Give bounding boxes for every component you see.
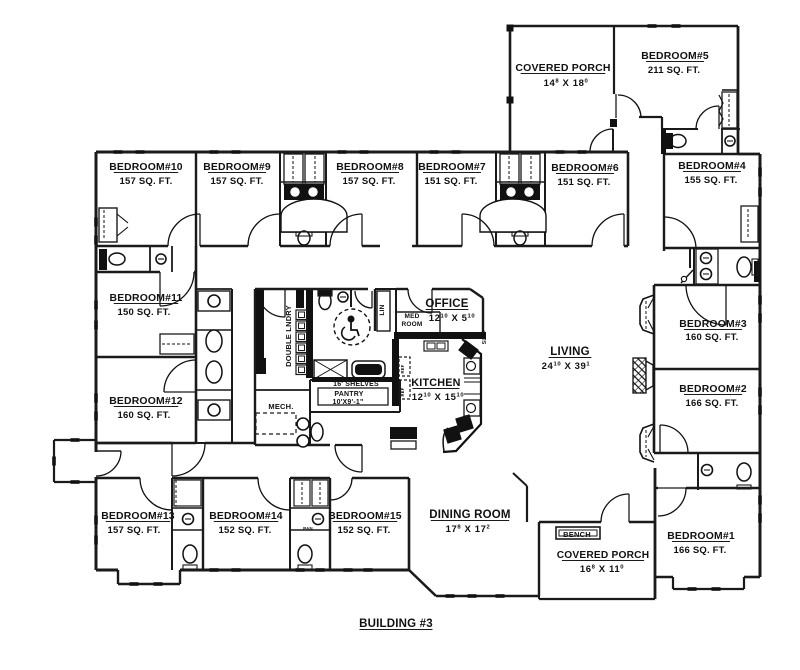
svg-text:151 SQ. FT.: 151 SQ. FT. [425,176,478,187]
svg-text:DINING ROOM: DINING ROOM [429,509,510,521]
svg-text:SLOP: SLOP [482,329,488,344]
svg-text:166 SQ. FT.: 166 SQ. FT. [686,398,739,409]
svg-text:BEDROOM#3: BEDROOM#3 [679,319,747,330]
svg-text:150 SQ. FT.: 150 SQ. FT. [118,307,171,318]
svg-text:REF: REF [400,364,405,373]
svg-text:152 SQ. FT.: 152 SQ. FT. [219,525,272,536]
svg-text:REF: REF [400,387,405,396]
svg-text:BEDROOM#11: BEDROOM#11 [109,293,182,304]
svg-text:LIN: LIN [379,304,386,315]
svg-text:1210 X 510: 1210 X 510 [429,313,476,324]
svg-text:BEDROOM#6: BEDROOM#6 [551,163,619,174]
svg-text:MED: MED [404,313,419,320]
svg-text:BEDROOM#2: BEDROOM#2 [679,384,747,395]
svg-text:2410 X 391: 2410 X 391 [542,361,591,372]
svg-text:160 SQ. FT.: 160 SQ. FT. [118,410,171,421]
svg-text:PANTRY: PANTRY [334,391,363,398]
svg-text:BEDROOM#5: BEDROOM#5 [641,51,709,62]
svg-text:KITCHEN: KITCHEN [411,377,460,389]
svg-text:BEDROOM#10: BEDROOM#10 [109,162,183,173]
svg-text:151 SQ. FT.: 151 SQ. FT. [558,177,611,188]
svg-text:211 SQ. FT.: 211 SQ. FT. [648,65,700,76]
svg-text:152 SQ. FT.: 152 SQ. FT. [338,525,391,536]
svg-text:160 SQ. FT.: 160 SQ. FT. [686,332,739,343]
svg-text:BEDROOM#1: BEDROOM#1 [667,531,735,542]
svg-text:157 SQ. FT.: 157 SQ. FT. [120,176,173,187]
svg-text:COVERED PORCH: COVERED PORCH [515,62,610,74]
svg-text:BENCH: BENCH [563,530,591,539]
svg-text:157 SQ. FT.: 157 SQ. FT. [211,176,264,187]
svg-text:16' SHELVES: 16' SHELVES [333,381,379,388]
svg-text:LIVING: LIVING [550,346,590,358]
svg-text:MECH.: MECH. [268,402,293,411]
svg-text:BEDROOM#8: BEDROOM#8 [336,162,404,173]
svg-text:OFFICE: OFFICE [425,298,468,310]
svg-text:168 X 110: 168 X 110 [580,564,624,575]
svg-text:BEDROOM#14: BEDROOM#14 [209,511,283,522]
svg-text:PAN: PAN [303,526,313,531]
svg-text:BEDROOM#15: BEDROOM#15 [328,511,402,522]
svg-text:BEDROOM#4: BEDROOM#4 [678,161,746,172]
svg-text:157 SQ. FT.: 157 SQ. FT. [343,176,396,187]
svg-text:BEDROOM#13: BEDROOM#13 [101,511,175,522]
svg-text:BEDROOM#12: BEDROOM#12 [109,396,183,407]
svg-text:DOUBLE LNDRY: DOUBLE LNDRY [284,305,293,367]
svg-text:COVERED PORCH: COVERED PORCH [557,550,650,561]
svg-text:BUILDING #3: BUILDING #3 [359,618,433,630]
svg-text:157 SQ. FT.: 157 SQ. FT. [108,525,161,536]
svg-text:166 SQ. FT.: 166 SQ. FT. [674,545,727,556]
svg-text:ROOM: ROOM [401,321,422,328]
svg-text:1210 X 1510: 1210 X 1510 [412,392,465,403]
svg-text:BEDROOM#7: BEDROOM#7 [418,162,486,173]
svg-text:178 X 172: 178 X 172 [446,524,491,535]
svg-text:148 X 180: 148 X 180 [544,78,589,89]
svg-text:155 SQ. FT.: 155 SQ. FT. [685,175,738,186]
svg-text:10'X9'-1": 10'X9'-1" [332,399,363,406]
svg-text:BEDROOM#9: BEDROOM#9 [203,162,271,173]
